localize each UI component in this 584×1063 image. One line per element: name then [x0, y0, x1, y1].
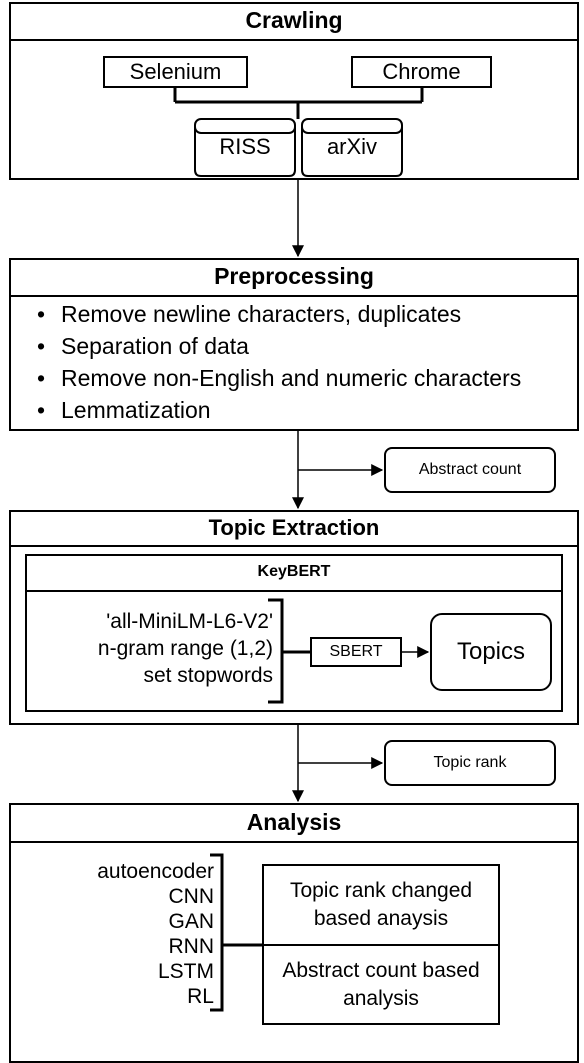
keybert-param: set stopwords: [143, 664, 273, 687]
preprocessing-item: Lemmatization: [37, 394, 521, 426]
model-item: CNN: [168, 885, 215, 908]
model-item: autoencoder: [97, 860, 214, 883]
analysis-models: autoencoder CNN GAN RNN LSTM RL: [40, 859, 214, 1009]
topics-box: Topics: [430, 613, 552, 691]
topics-label: Topics: [456, 638, 526, 665]
chrome-box: Chrome: [351, 56, 492, 88]
keybert-title: KeyBERT: [27, 556, 561, 592]
chrome-label: Chrome: [382, 59, 461, 84]
topic-rank-label: Topic rank: [433, 754, 507, 771]
topic-rank-box: Topic rank: [384, 740, 556, 786]
preprocessing-item: Remove newline characters, duplicates: [37, 298, 521, 330]
sbert-label: SBERT: [329, 643, 383, 660]
model-item: GAN: [168, 910, 214, 933]
selenium-label: Selenium: [129, 59, 222, 84]
abstract-count-box: Abstract count: [384, 447, 556, 493]
sbert-box: SBERT: [310, 637, 402, 667]
arxiv-label: arXiv: [326, 134, 378, 159]
topic-extraction-title: Topic Extraction: [11, 512, 577, 547]
preprocessing-panel: Preprocessing Remove newline characters,…: [9, 258, 579, 431]
selenium-box: Selenium: [103, 56, 248, 88]
analysis-result-topic-rank: Topic rank changed based anaysis: [264, 866, 498, 946]
model-item: LSTM: [157, 960, 214, 983]
preprocessing-item: Remove non-English and numeric character…: [37, 362, 521, 394]
model-item: RNN: [168, 935, 215, 958]
model-item: RL: [187, 985, 214, 1008]
analysis-results-box: Topic rank changed based anaysis Abstrac…: [262, 864, 500, 1025]
keybert-param: n-gram range (1,2): [97, 637, 273, 660]
keybert-params: 'all-MiniLM-L6-V2' n-gram range (1,2) se…: [40, 608, 273, 689]
preprocessing-title: Preprocessing: [11, 260, 577, 297]
preprocessing-list: Remove newline characters, duplicates Se…: [19, 298, 521, 426]
keybert-param: 'all-MiniLM-L6-V2': [106, 610, 273, 633]
riss-label: RISS: [219, 134, 271, 159]
abstract-count-label: Abstract count: [418, 461, 522, 478]
analysis-result-abstract-count: Abstract count based analysis: [282, 958, 480, 1010]
preprocessing-item: Separation of data: [37, 330, 521, 362]
analysis-title: Analysis: [11, 805, 577, 843]
crawling-title: Crawling: [11, 4, 577, 41]
